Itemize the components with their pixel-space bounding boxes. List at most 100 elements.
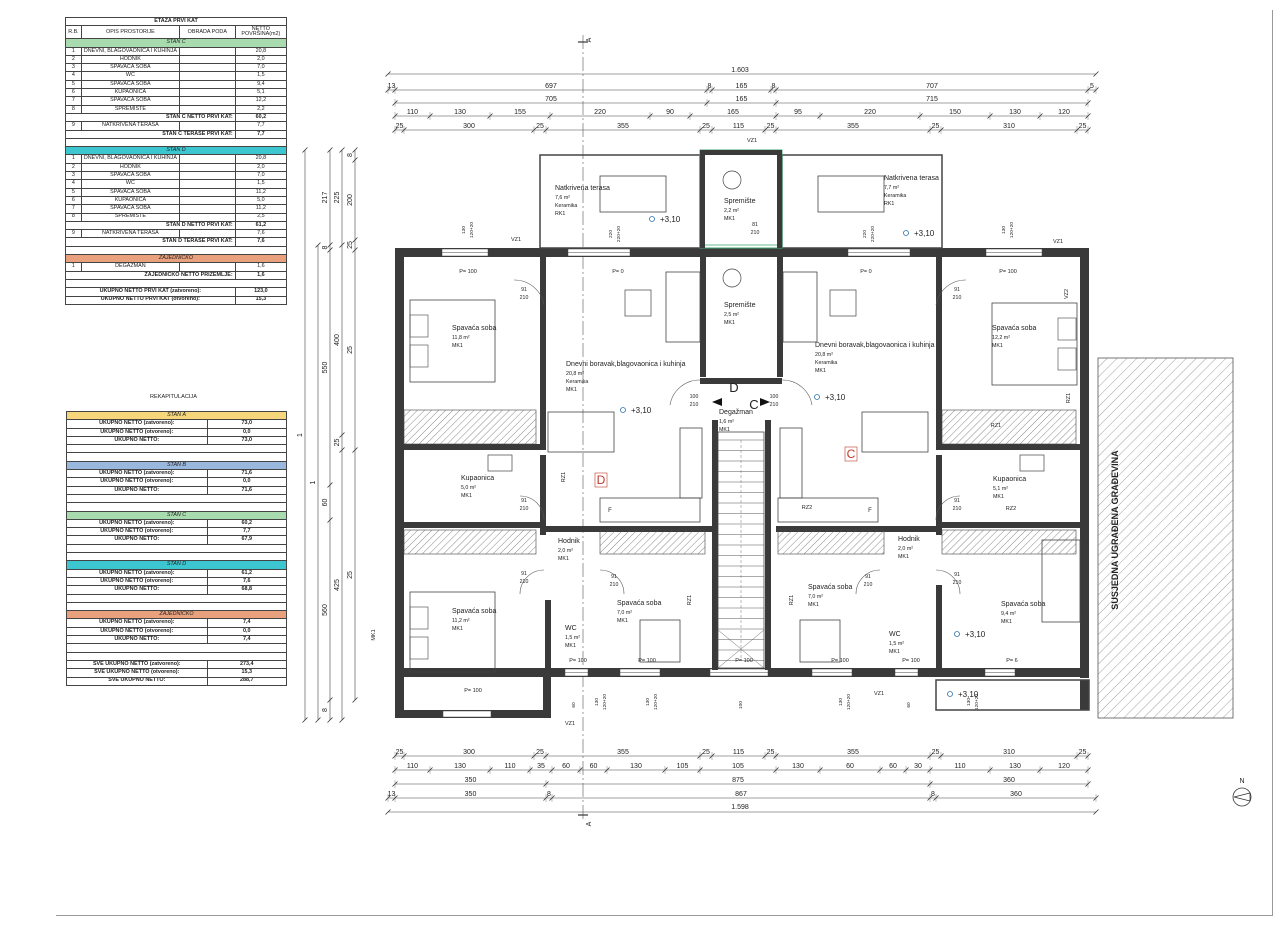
dimension-label: 25 — [702, 749, 710, 756]
opening-code: RZ1 — [789, 595, 795, 605]
dimension-tick — [327, 717, 333, 723]
door-swing — [935, 569, 961, 595]
exterior-wall-east — [1080, 248, 1089, 678]
dimension-label: 350 — [465, 791, 477, 798]
arrow-left — [712, 398, 722, 406]
dimension-label: 1 — [297, 433, 304, 437]
floor-table-title: ETAŽA PRVI KAT — [65, 16, 287, 27]
dimension-tick — [339, 447, 345, 453]
room-code: MK1 — [889, 649, 900, 655]
room-name-wc-l: WC — [565, 625, 577, 632]
door-height: 210 — [953, 506, 962, 512]
window-dim: 60 — [906, 702, 912, 708]
dimension-tick — [327, 242, 333, 248]
room-area: 7,0 m² — [808, 594, 823, 600]
pillow — [1057, 347, 1077, 371]
room-area: 2,5 m² — [724, 312, 739, 318]
window-dim: 130 — [461, 226, 467, 234]
door-width: 91 — [954, 287, 960, 293]
dimension-tick — [339, 242, 345, 248]
room-code: MK1 — [724, 320, 735, 326]
dimension-tick — [315, 717, 321, 723]
room-name-living-l: Dnevni boravak,blagovaonica i kuhinja — [566, 361, 686, 368]
opening-code: RZ1 — [1066, 393, 1072, 403]
room-name-corr-l: Hodnik — [558, 538, 580, 545]
interior-wall — [765, 420, 771, 670]
wardrobe — [941, 409, 1077, 445]
dimension-label: 130 — [1009, 763, 1021, 770]
door-swing — [781, 379, 813, 406]
dimension-label: 8 — [708, 83, 712, 90]
room-code: MK1 — [815, 368, 826, 374]
dimension-label: 550 — [322, 362, 329, 374]
dimension-label: 220 — [594, 109, 606, 116]
fridge-label: F — [608, 508, 612, 514]
wardrobe — [777, 529, 885, 555]
coffee-table — [624, 289, 652, 317]
apartment-mark-d: D — [729, 380, 738, 395]
dimension-label: 110 — [407, 109, 418, 116]
dimension-lines — [302, 35, 1099, 820]
room-code: MK1 — [808, 602, 819, 608]
dimension-label: 400 — [334, 334, 341, 346]
sum-value: 15,3 — [234, 295, 288, 305]
bed — [639, 619, 681, 663]
room-code: MK1 — [992, 343, 1003, 349]
room-name-bed-tl: Spavaća soba — [452, 325, 496, 332]
dimension-label: 360 — [1010, 791, 1022, 798]
dimension-label: 867 — [735, 791, 747, 798]
window-opening — [442, 710, 492, 718]
interior-wall — [936, 522, 1080, 528]
door-swing — [669, 379, 701, 406]
level-label: +3,10 — [965, 630, 986, 639]
dimension-label: 25 — [1079, 749, 1087, 756]
door-swing — [519, 495, 545, 521]
coffee-table — [829, 289, 857, 317]
dimension-label: 300 — [463, 123, 475, 130]
window-dim: 120+20 — [846, 694, 852, 710]
dimension-label: 8 — [931, 791, 935, 798]
opening-code: RZ1 — [687, 595, 693, 605]
window-dim: 220 — [608, 230, 614, 238]
pillow — [409, 314, 429, 338]
bed — [409, 591, 496, 673]
door-swing — [935, 495, 961, 521]
dimension-label: 560 — [322, 604, 329, 616]
parapet-height: P= 100 — [999, 269, 1017, 275]
room-code: MK1 — [558, 556, 569, 562]
room-name-wc-r: WC — [889, 631, 901, 638]
interior-wall — [546, 526, 712, 532]
window-dim: 130 — [1001, 226, 1007, 234]
dimension-tick — [352, 147, 358, 153]
dimension-tick — [339, 432, 345, 438]
interior-wall — [404, 444, 544, 450]
mark-frame — [844, 446, 858, 462]
parapet-height: P= 100 — [638, 658, 656, 664]
door-height: 210 — [953, 295, 962, 301]
dimension-label: 875 — [732, 777, 744, 784]
level-marker — [954, 631, 960, 637]
dimension-tick — [1093, 809, 1099, 815]
stair-well — [717, 431, 765, 669]
room-code: MK1 — [452, 343, 463, 349]
door-width: 91 — [954, 572, 960, 578]
dimension-label: 95 — [794, 109, 802, 116]
room-name-storage-top: Spremište — [724, 198, 756, 205]
dimension-label: 25 — [347, 346, 354, 354]
parapet-height: P= 0 — [860, 269, 871, 275]
kitchen-counter — [679, 427, 703, 499]
parapet-height: P= 100 — [831, 658, 849, 664]
opening-code: VZ1 — [565, 721, 575, 727]
room-area: 7,7 m² — [884, 185, 899, 191]
interior-wall — [936, 455, 942, 535]
balcony-south-east — [935, 679, 1090, 711]
door-height: 210 — [690, 402, 699, 408]
dimension-label: 25 — [702, 123, 710, 130]
interior-wall — [777, 257, 783, 377]
dimension-label: 310 — [1003, 123, 1015, 130]
wardrobe — [941, 529, 1077, 555]
dimension-total: 1.598 — [731, 804, 749, 811]
dimension-label: 707 — [926, 83, 938, 90]
window-dim: 120+20 — [469, 222, 475, 238]
